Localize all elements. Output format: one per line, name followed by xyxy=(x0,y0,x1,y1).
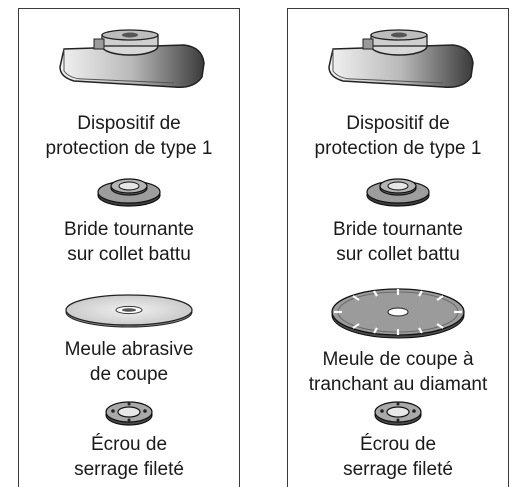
left-panel: Dispositif de protection de type 1 Bride… xyxy=(18,8,240,487)
guard-item: Dispositif de protection de type 1 xyxy=(19,29,239,161)
flange-caption: Bride tournante sur collet battu xyxy=(333,219,463,265)
flange-item: Bride tournante sur collet battu xyxy=(288,175,508,267)
nut-caption: Écrou de serrage fileté xyxy=(343,434,453,480)
flange-caption: Bride tournante sur collet battu xyxy=(64,219,194,265)
nut-item: Écrou de serrage fileté xyxy=(288,398,508,482)
wheel-item: Meule de coupe à tranchant au diamant xyxy=(288,285,508,397)
clamping-nut-icon xyxy=(374,401,422,426)
wheel-caption: Meule abrasive de coupe xyxy=(64,339,194,385)
abrasive-cutting-disc-icon xyxy=(65,294,193,328)
nut-caption: Écrou de serrage fileté xyxy=(74,434,184,480)
wheel-caption: Meule de coupe à tranchant au diamant xyxy=(308,349,488,395)
wheel-item: Meule abrasive de coupe xyxy=(19,293,239,387)
guard-caption: Dispositif de protection de type 1 xyxy=(45,113,213,159)
right-panel: Dispositif de protection de type 1 Bride… xyxy=(287,8,509,487)
guard-type1-icon xyxy=(328,29,474,89)
guard-caption: Dispositif de protection de type 1 xyxy=(314,113,482,159)
nut-item: Écrou de serrage fileté xyxy=(19,398,239,482)
guard-type1-icon xyxy=(59,29,205,89)
mounting-flange-icon xyxy=(97,178,161,207)
guard-item: Dispositif de protection de type 1 xyxy=(288,29,508,161)
clamping-nut-icon xyxy=(105,401,153,426)
diamond-cutting-disc-icon xyxy=(331,288,465,339)
mounting-flange-icon xyxy=(366,178,430,207)
flange-item: Bride tournante sur collet battu xyxy=(19,175,239,267)
